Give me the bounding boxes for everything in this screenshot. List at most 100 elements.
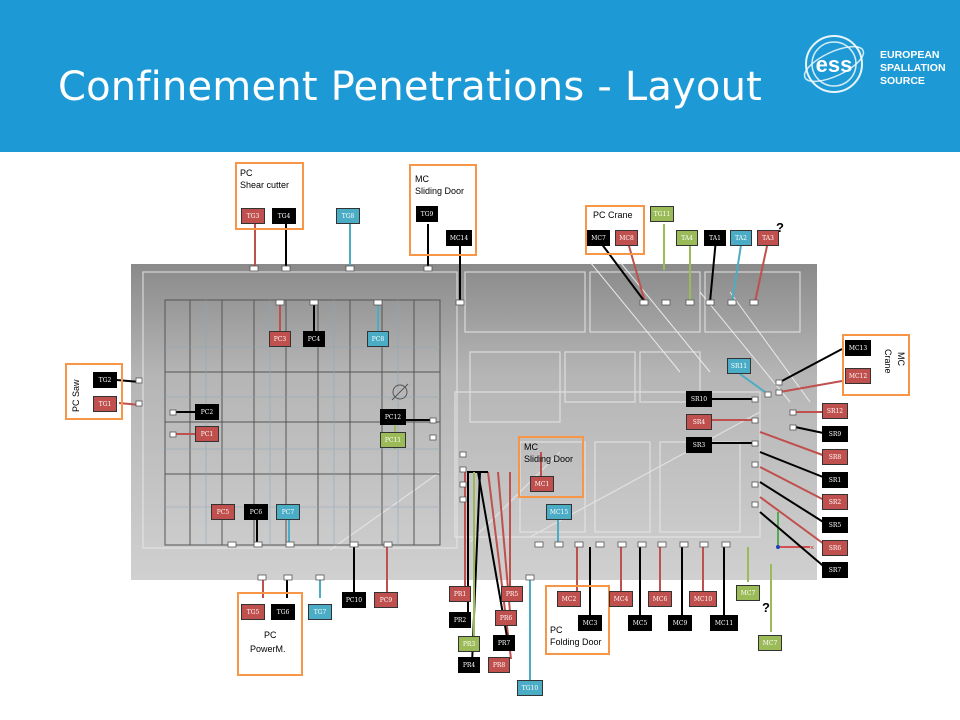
group-mc-crane xyxy=(842,334,910,396)
tag-pc12[interactable]: PC12 xyxy=(380,409,406,425)
tag-pc8[interactable]: PC8 xyxy=(367,331,389,347)
group-mc-sliding-door-top xyxy=(409,164,477,256)
tag-mc9[interactable]: MC9 xyxy=(668,615,692,631)
tag-sr12[interactable]: SR12 xyxy=(822,403,848,419)
tag-mc11[interactable]: MC11 xyxy=(710,615,738,631)
mc-crane-label-2: Crane xyxy=(883,349,893,374)
group-pc-folding-door xyxy=(545,585,610,655)
tag-pr1[interactable]: PR1 xyxy=(449,586,471,602)
tag-sr8[interactable]: SR8 xyxy=(822,449,848,465)
mc-crane-label-1: MC xyxy=(896,352,906,366)
logo-line-1: EUROPEAN xyxy=(880,49,940,61)
tag-pr4[interactable]: PR4 xyxy=(458,657,480,673)
tag-sr11[interactable]: SR11 xyxy=(727,358,751,374)
mc-sliding-top-label-2: Sliding Door xyxy=(415,186,465,196)
floor-plan: × xyxy=(116,224,843,683)
tag-tg10[interactable]: TG10 xyxy=(517,680,543,696)
tag-sr5[interactable]: SR5 xyxy=(822,517,848,533)
tag-mc7-right[interactable]: MC7 xyxy=(736,585,760,601)
tag-tg2[interactable]: TG2 xyxy=(93,372,117,388)
layout-diagram: × xyxy=(0,152,960,720)
tag-pc9[interactable]: PC9 xyxy=(374,592,398,608)
svg-text:ess: ess xyxy=(816,52,853,77)
pc-powerm-label-1: PC xyxy=(264,630,277,640)
pc-folding-label-1: PC xyxy=(550,625,563,635)
group-pc-crane xyxy=(585,205,645,255)
ess-logo: ess EUROPEAN SPALLATION SOURCE xyxy=(796,34,946,94)
slide-header: Confinement Penetrations - Layout ess EU… xyxy=(0,0,960,152)
pc-shear-label-2: Shear cutter xyxy=(240,180,290,190)
question-mark-bottom: ? xyxy=(762,600,770,615)
tag-tg1[interactable]: TG1 xyxy=(93,396,117,412)
tag-mc12[interactable]: MC12 xyxy=(845,368,871,384)
tag-mc13[interactable]: MC13 xyxy=(845,340,871,356)
tag-pc4[interactable]: PC4 xyxy=(303,331,325,347)
pc-folding-label-2: Folding Door xyxy=(550,637,602,647)
group-pc-powerm xyxy=(237,592,303,676)
mc-sliding-mid-label-2: Sliding Door xyxy=(524,454,574,464)
tag-mc6[interactable]: MC6 xyxy=(648,591,672,607)
tag-sr2[interactable]: SR2 xyxy=(822,494,848,510)
mc-sliding-mid-label-1: MC xyxy=(524,442,538,452)
tag-tg8[interactable]: TG8 xyxy=(336,208,360,224)
tag-tg7[interactable]: TG7 xyxy=(308,604,332,620)
tag-ta2[interactable]: TA2 xyxy=(730,230,752,246)
tag-tg5[interactable]: TG5 xyxy=(241,604,265,620)
tag-sr3[interactable]: SR3 xyxy=(686,437,712,453)
tag-mc5[interactable]: MC5 xyxy=(628,615,652,631)
question-mark-top: ? xyxy=(776,220,784,235)
tag-mc7-lower[interactable]: MC7 xyxy=(758,635,782,651)
tag-mc4[interactable]: MC4 xyxy=(609,591,633,607)
pc-crane-label: PC Crane xyxy=(593,210,633,220)
ess-logo-icon: ess xyxy=(803,35,865,93)
tag-mc1[interactable]: MC1 xyxy=(530,476,554,492)
tag-mc7[interactable]: MC7 xyxy=(587,230,610,246)
mc-sliding-top-label-1: MC xyxy=(415,174,429,184)
logo-line-2: SPALLATION xyxy=(880,62,946,74)
tag-mc8[interactable]: MC8 xyxy=(615,230,638,246)
logo-text: EUROPEAN SPALLATION SOURCE xyxy=(880,49,946,88)
tag-tg3[interactable]: TG3 xyxy=(241,208,265,224)
tag-sr1[interactable]: SR1 xyxy=(822,472,848,488)
tag-pr8[interactable]: PR8 xyxy=(488,657,510,673)
tag-pc1[interactable]: PC1 xyxy=(195,426,219,442)
tag-pc5[interactable]: PC5 xyxy=(211,504,235,520)
tag-mc14[interactable]: MC14 xyxy=(446,230,472,246)
tag-pr2[interactable]: PR2 xyxy=(449,612,471,628)
tag-pr6[interactable]: PR6 xyxy=(495,610,517,626)
pc-shear-label-1: PC xyxy=(240,168,253,178)
tag-pc2[interactable]: PC2 xyxy=(195,404,219,420)
tag-pc3[interactable]: PC3 xyxy=(269,331,291,347)
tag-tg9[interactable]: TG9 xyxy=(416,206,438,222)
tag-mc15[interactable]: MC15 xyxy=(546,504,572,520)
tag-ta3[interactable]: TA3 xyxy=(757,230,779,246)
tag-ta4[interactable]: TA4 xyxy=(676,230,698,246)
tag-mc2[interactable]: MC2 xyxy=(557,591,581,607)
tag-pc11[interactable]: PC11 xyxy=(380,432,406,448)
logo-line-3: SOURCE xyxy=(880,75,925,87)
group-pc-shear-cutter xyxy=(235,162,304,230)
pc-saw-label: PC Saw xyxy=(71,379,81,412)
tag-pr3[interactable]: PR3 xyxy=(458,636,480,652)
group-pc-saw xyxy=(65,363,123,420)
tag-pr7[interactable]: PR7 xyxy=(493,635,515,651)
tag-pc10[interactable]: PC10 xyxy=(342,592,366,608)
tag-sr7[interactable]: SR7 xyxy=(822,562,848,578)
tag-tg4[interactable]: TG4 xyxy=(272,208,296,224)
pc-powerm-label-2: PowerM. xyxy=(250,644,286,654)
tag-sr10[interactable]: SR10 xyxy=(686,391,712,407)
svg-text:×: × xyxy=(810,545,814,552)
tag-tg11[interactable]: TG11 xyxy=(650,206,674,222)
tag-tg6[interactable]: TG6 xyxy=(271,604,295,620)
tag-mc3[interactable]: MC3 xyxy=(578,615,602,631)
tag-pr5[interactable]: PR5 xyxy=(501,586,523,602)
tag-pc6[interactable]: PC6 xyxy=(244,504,268,520)
tag-sr4[interactable]: SR4 xyxy=(686,414,712,430)
tag-pc7[interactable]: PC7 xyxy=(276,504,300,520)
group-mc-sliding-door-mid xyxy=(518,436,584,498)
tag-mc10[interactable]: MC10 xyxy=(689,591,717,607)
tag-sr9[interactable]: SR9 xyxy=(822,426,848,442)
page-title: Confinement Penetrations - Layout xyxy=(58,64,763,110)
tag-ta1[interactable]: TA1 xyxy=(704,230,726,246)
tag-sr6[interactable]: SR6 xyxy=(822,540,848,556)
